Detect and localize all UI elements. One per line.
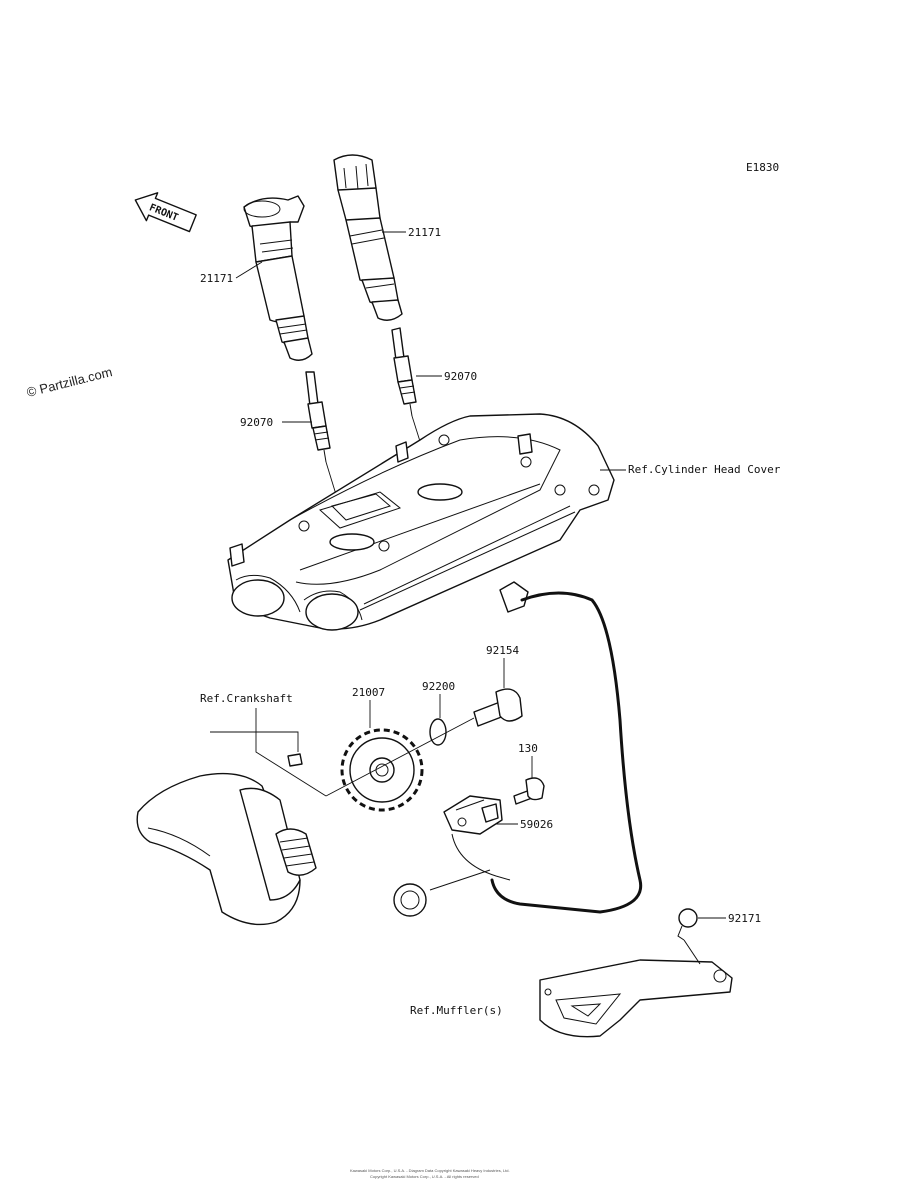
label-plug-right: 92070	[444, 370, 477, 383]
ignition-coil-left	[243, 195, 313, 361]
washer	[429, 718, 447, 746]
label-coil-left: 21171	[200, 272, 233, 285]
cylinder-head-cover	[227, 413, 615, 631]
muffler-bracket	[539, 939, 733, 1038]
footer-line-2: Copyright Kawasaki Motors Corp., U.S.A. …	[370, 1174, 479, 1179]
leader-crankshaft-end	[255, 732, 327, 797]
woodruff-key	[287, 753, 303, 767]
crankshaft-sensor	[443, 795, 503, 835]
leader-crankshaft-key	[256, 731, 299, 752]
clamp	[677, 908, 698, 941]
front-arrow-icon: FRONT	[134, 192, 197, 233]
spark-plug-right	[391, 327, 417, 417]
footer-line-1: Kawasaki Motors Corp., U.S.A. - Diagram …	[350, 1168, 510, 1173]
assembly-axis	[325, 717, 475, 797]
label-head-cover: Ref.Cylinder Head Cover	[628, 463, 781, 476]
rotor-bolt	[473, 688, 523, 727]
label-coil-right: 21171	[408, 226, 441, 239]
leader-crankshaft	[210, 708, 257, 733]
label-muffler: Ref.Muffler(s)	[410, 1004, 503, 1017]
spark-plug-left	[305, 371, 331, 463]
timing-rotor	[340, 728, 424, 812]
label-clamp: 92171	[728, 912, 761, 925]
label-crankshaft: Ref.Crankshaft	[200, 692, 293, 705]
label-sensor-bolt: 130	[518, 742, 538, 755]
label-rotor: 21007	[352, 686, 385, 699]
sensor-wiring	[393, 581, 643, 917]
leader-coil-left	[235, 261, 263, 279]
crankshaft	[136, 772, 317, 926]
sensor-bolt	[513, 777, 545, 805]
label-washer: 92200	[422, 680, 455, 693]
ignition-coil-right	[333, 154, 403, 321]
diagram-code: E1830	[746, 161, 779, 174]
label-plug-left: 92070	[240, 416, 273, 429]
watermark: © Partzilla.com	[25, 364, 114, 400]
label-rotor-bolt: 92154	[486, 644, 519, 657]
label-sensor: 59026	[520, 818, 553, 831]
